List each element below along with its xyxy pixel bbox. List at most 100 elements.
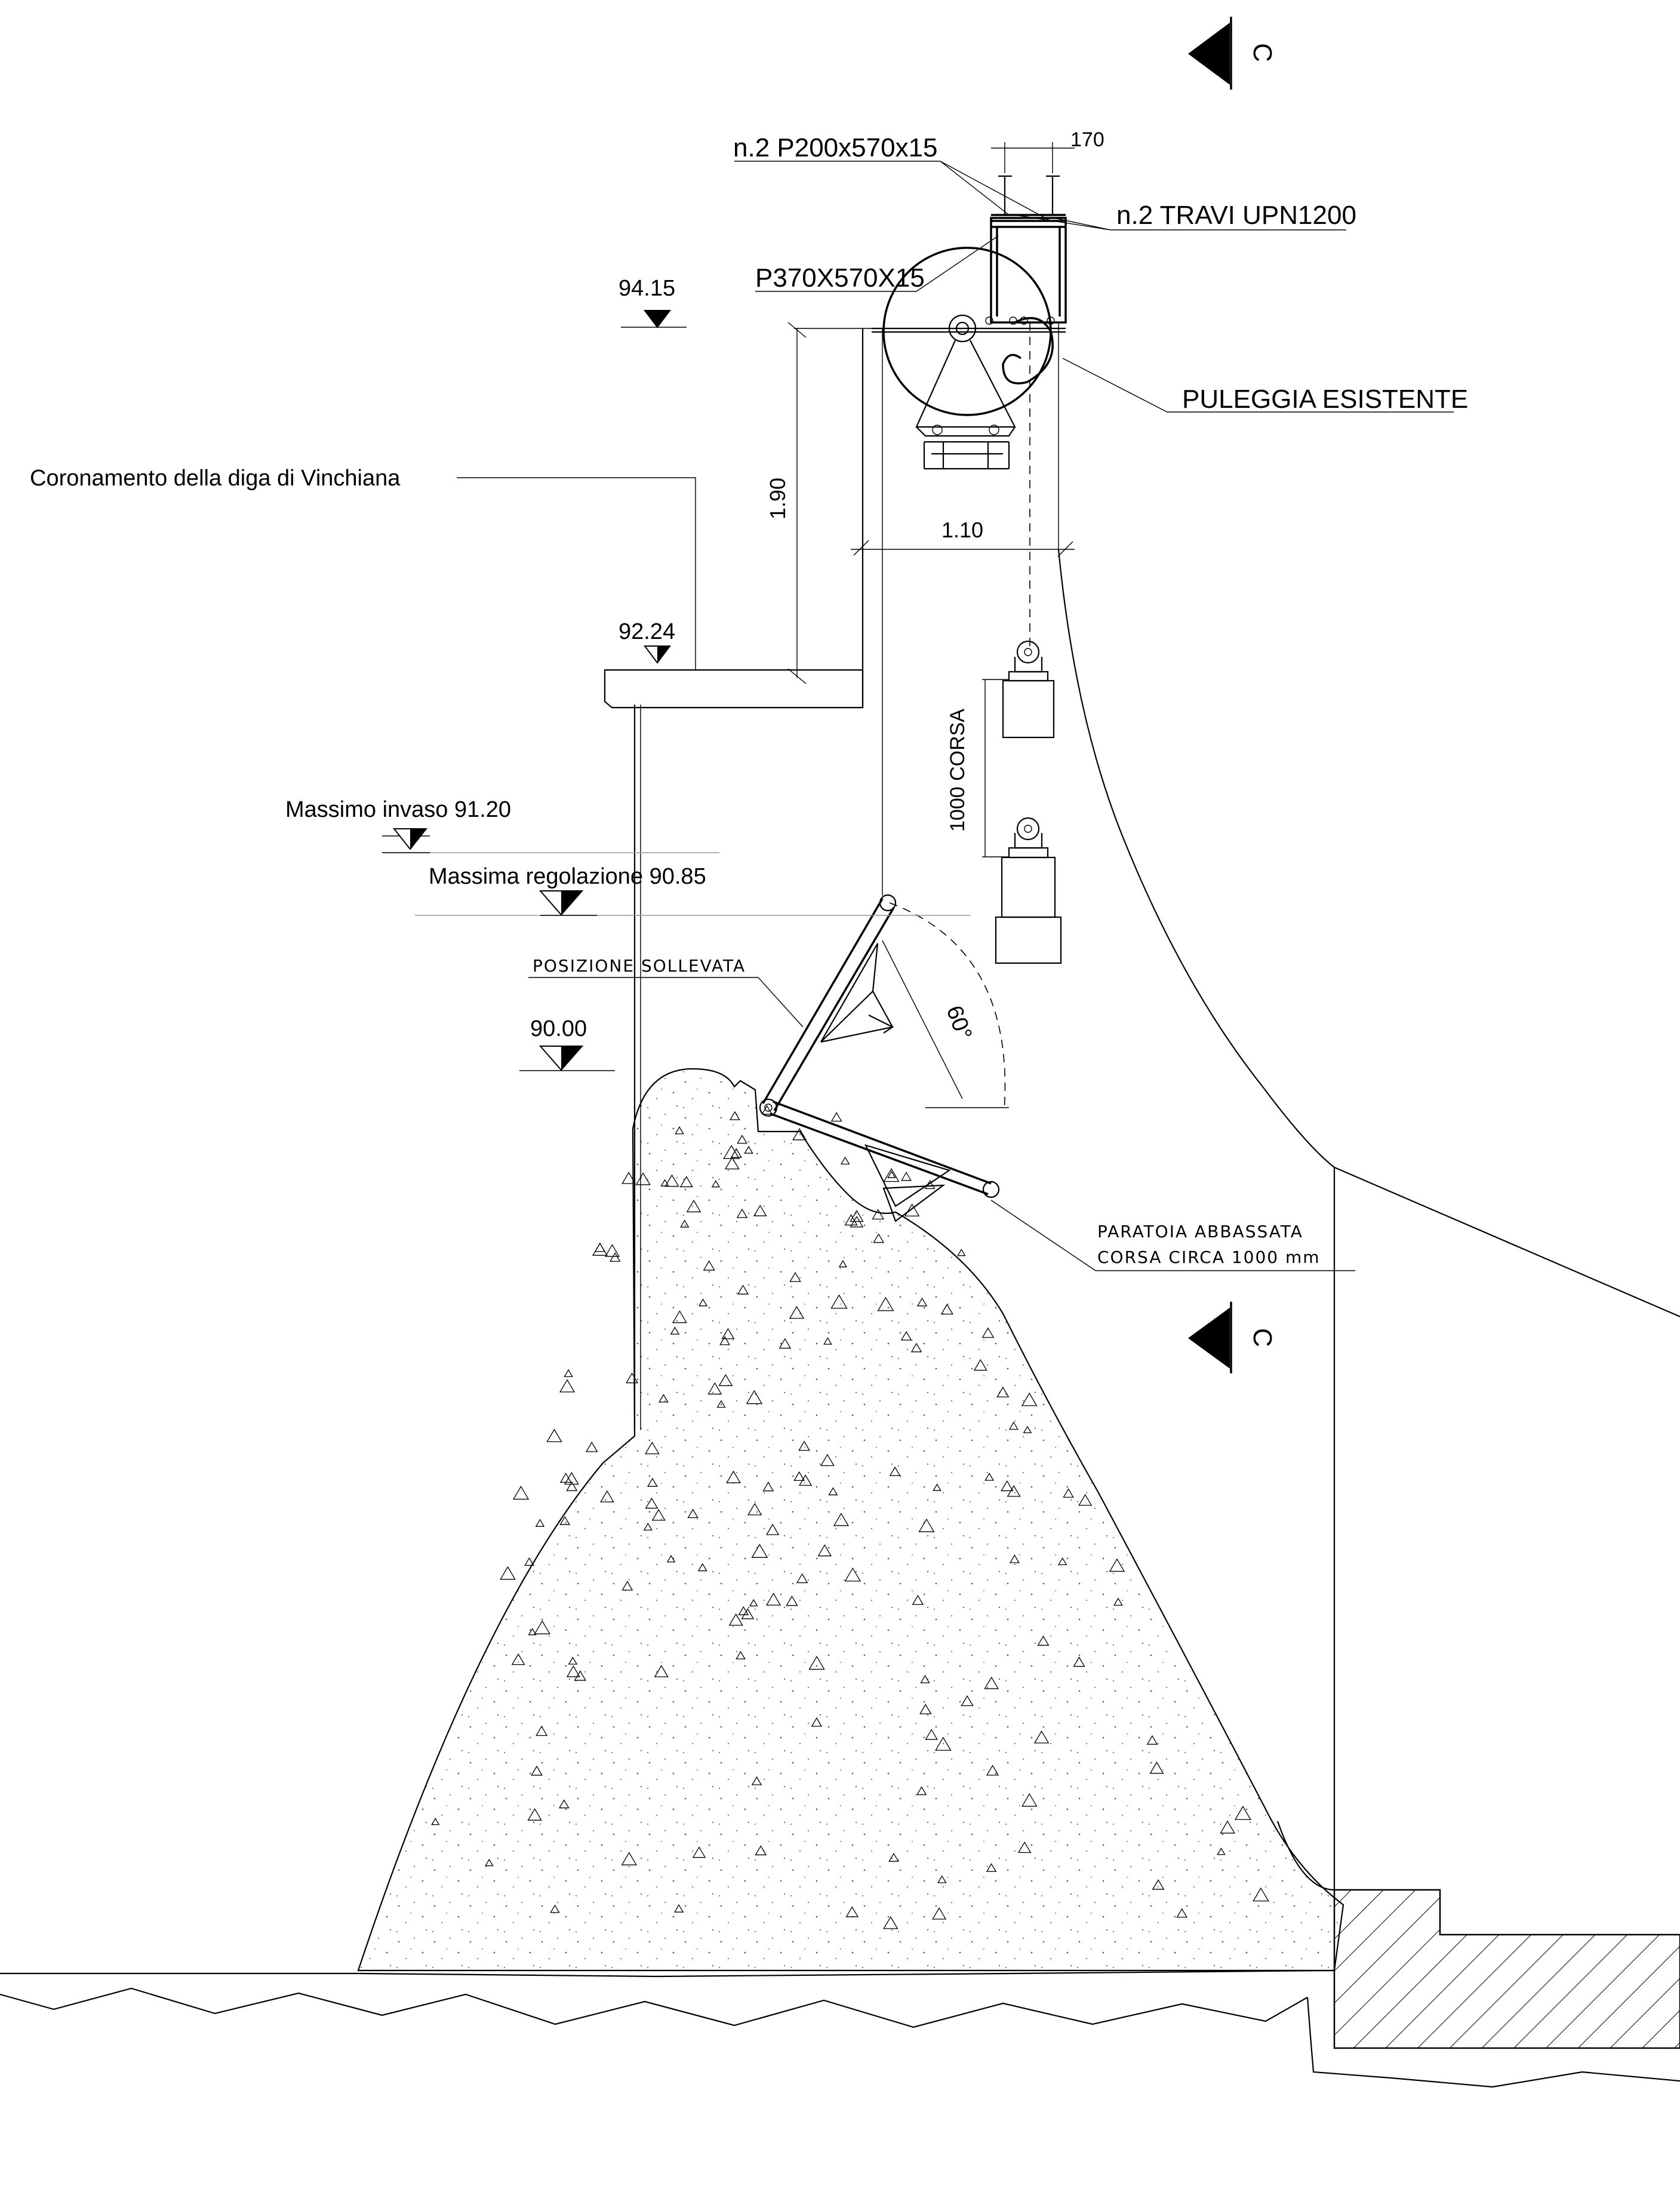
aggregate-mark (697, 1563, 707, 1572)
aggregate-mark (1149, 1761, 1164, 1774)
aggregate-mark (1037, 1635, 1050, 1646)
label-stroke: 1000 CORSA (946, 709, 969, 832)
elevation-label-94: 94.15 (619, 276, 675, 301)
angle-arc (889, 902, 1006, 1111)
aggregate-mark (737, 1135, 747, 1144)
aggregate-mark (820, 1453, 835, 1467)
aggregate-mark (485, 1858, 494, 1867)
aggregate-mark (796, 1573, 808, 1584)
aggregate-mark (751, 1776, 762, 1785)
aggregate-mark (654, 1665, 669, 1677)
downstream-face (1057, 549, 1335, 1168)
gate-raised (759, 894, 897, 1117)
aggregate-mark (1007, 1485, 1021, 1497)
aggregate-mark (564, 1472, 579, 1485)
aggregate-mark (592, 1242, 608, 1256)
aggregate-mark (753, 1204, 767, 1216)
aggregate-mark (747, 1502, 762, 1515)
aggregate-mark (626, 1372, 639, 1384)
elevation-label-90: 90.00 (530, 1016, 587, 1041)
aggregate-mark (933, 1483, 941, 1491)
aggregate-mark (719, 1336, 730, 1345)
aggregate-mark (724, 1157, 740, 1170)
aggregate-mark (721, 1327, 735, 1339)
dim-170 (991, 142, 1075, 173)
aggregate-mark (1073, 1656, 1085, 1667)
elevation-marker-max-regulation (539, 890, 597, 916)
label-max-reservoir: Massimo invaso 91.20 (285, 797, 511, 822)
aggregate-mark (559, 1472, 572, 1483)
aggregate-mark (765, 1523, 780, 1535)
label-lowered-gate-1: PARATOIA ABBASSATA (1097, 1222, 1303, 1241)
counterweight-lower (995, 817, 1062, 964)
aggregate-mark (792, 1128, 807, 1140)
aggregate-marks (431, 1105, 1269, 1929)
aggregate-mark (559, 1515, 571, 1525)
downstream-structure (1057, 549, 1680, 2049)
aggregate-mark (996, 1386, 1010, 1398)
aggregate-mark (664, 1174, 679, 1187)
aggregate-mark (531, 1765, 543, 1776)
aggregate-mark (1021, 1392, 1038, 1406)
aggregate-mark (600, 1490, 614, 1502)
aggregate-mark (984, 1472, 995, 1481)
aggregate-mark (679, 1176, 693, 1188)
section-marker-top: C (1188, 17, 1277, 90)
aggregate-mark (1152, 1879, 1165, 1890)
aggregate-mark (670, 1326, 680, 1335)
dim-stroke (982, 679, 1009, 857)
aggregate-mark (675, 1126, 684, 1135)
aggregate-mark (574, 1670, 587, 1681)
aggregate-mark (873, 1233, 885, 1243)
aggregate-mark (910, 1342, 922, 1352)
aggregate-mark (840, 1156, 850, 1165)
aggregate-mark (737, 1284, 749, 1295)
aggregate-mark (844, 1214, 858, 1226)
aggregate-mark (666, 1555, 676, 1563)
aggregate-mark (621, 1172, 636, 1184)
label-max-regulation: Massima regolazione 90.85 (429, 864, 706, 889)
aggregate-mark (823, 1337, 832, 1345)
elevation-marker-max-reservoir (382, 828, 430, 853)
aggregate-mark (718, 1374, 733, 1386)
aggregate-mark (744, 1145, 753, 1154)
aggregate-mark (1063, 1488, 1074, 1498)
label-angle: 60° (941, 1003, 977, 1043)
aggregate-mark (811, 1717, 823, 1727)
aggregate-mark (647, 1477, 658, 1487)
aggregate-mark (935, 1736, 952, 1751)
section-marker-bottom-label: C (1248, 1328, 1277, 1347)
aggregate-mark (900, 1331, 912, 1341)
aggregate-mark (1146, 1735, 1158, 1745)
aggregate-mark (918, 1518, 935, 1532)
aggregate-mark (1008, 1421, 1019, 1430)
aggregate-mark (1253, 1887, 1269, 1902)
label-raised-position: POSIZIONE SOLLEVATA (533, 956, 746, 976)
aggregate-mark (658, 1394, 669, 1403)
aggregate-mark (817, 1544, 832, 1557)
aggregate-mark (786, 1595, 798, 1606)
aggregate-mark (793, 1471, 805, 1481)
elevation-marker-94 (621, 310, 687, 328)
aggregate-mark (798, 1440, 810, 1451)
aggregate-mark (558, 1799, 570, 1809)
label-dim-110: 1.10 (941, 518, 983, 542)
aggregate-mark (643, 1523, 653, 1531)
aggregate-mark (883, 1916, 899, 1929)
dim-vertical-190 (787, 322, 872, 684)
aggregate-mark (564, 1369, 573, 1378)
aggregate-mark (889, 1466, 901, 1476)
aggregate-mark (957, 1249, 966, 1256)
aggregate-mark (844, 1567, 861, 1582)
aggregate-mark (680, 1219, 690, 1228)
aggregate-mark (789, 1305, 805, 1319)
aggregate-mark (692, 1846, 706, 1858)
aggregate-mark (901, 1172, 912, 1181)
counterweight-upper (1002, 640, 1055, 739)
aggregate-mark (888, 1852, 899, 1862)
aggregate-mark (1078, 1493, 1093, 1506)
pulley-assembly (872, 175, 1067, 470)
aggregate-mark (568, 1656, 578, 1665)
aggregate-mark (920, 1675, 930, 1683)
